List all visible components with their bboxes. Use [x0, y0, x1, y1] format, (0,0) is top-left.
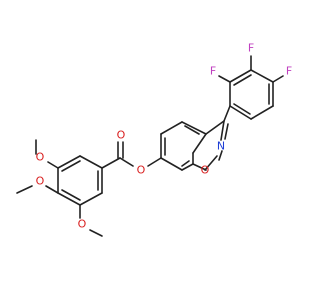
bond — [101, 157, 121, 169]
bond — [181, 121, 207, 135]
bond-inner — [61, 189, 81, 201]
bond-cf — [218, 75, 231, 83]
bond — [250, 105, 274, 120]
bond-n-o — [218, 150, 223, 161]
bond-inner — [233, 103, 251, 115]
bond — [57, 192, 81, 206]
bond-inner — [61, 160, 81, 172]
fluorine-label-3: F — [286, 65, 292, 78]
bond — [250, 69, 274, 83]
bond-c-o — [147, 157, 162, 167]
carbonyl-oxygen-label: O — [117, 129, 126, 142]
bond-o-ch3 — [16, 185, 33, 194]
nitrogen-label: N — [217, 140, 225, 153]
ester-oxygen-label: O — [137, 164, 146, 177]
bond — [79, 192, 103, 206]
bond — [229, 69, 252, 83]
bond-c-o — [47, 161, 59, 169]
bond-inner — [181, 160, 190, 167]
bond-biaryl — [223, 105, 231, 122]
bond — [192, 163, 207, 171]
methoxy-oxygen-label-1: O — [36, 151, 45, 164]
bond — [57, 155, 81, 169]
bond-o-c — [119, 157, 134, 167]
fluorine-label-1: F — [210, 65, 216, 78]
bond — [220, 120, 225, 141]
ring-oxygen-label: O — [201, 164, 210, 177]
bond — [160, 157, 183, 171]
ester-linkage — [101, 141, 162, 169]
bond — [160, 121, 183, 135]
structure-diagram: F F F N O O O O O O — [16, 42, 293, 237]
bond — [192, 133, 207, 154]
bond-cf — [272, 75, 284, 83]
fluorine-label-2: F — [248, 42, 254, 55]
methoxy-oxygen-label-3: O — [78, 218, 87, 231]
trimethoxyphenyl-ring — [57, 155, 103, 206]
bond — [181, 163, 194, 171]
bond — [229, 105, 252, 120]
bond — [205, 120, 225, 135]
bond-inner — [233, 74, 252, 86]
bond-c-o — [45, 185, 59, 194]
benzo-ring — [160, 121, 207, 171]
bond — [204, 155, 218, 171]
methoxy-groups — [16, 139, 103, 237]
trifluorophenyl-ring — [218, 55, 284, 120]
bond-inner — [224, 123, 229, 140]
molecule-canvas: F F F N O O O O O O — [16, 42, 293, 237]
methoxy-oxygen-label-2: O — [36, 175, 45, 188]
bond — [79, 155, 103, 169]
atom-labels: F F F N O O O O O O — [36, 42, 293, 231]
isoxazole-ring — [192, 120, 229, 171]
bond-inner — [184, 125, 200, 135]
bond-o-ch3 — [89, 229, 103, 237]
